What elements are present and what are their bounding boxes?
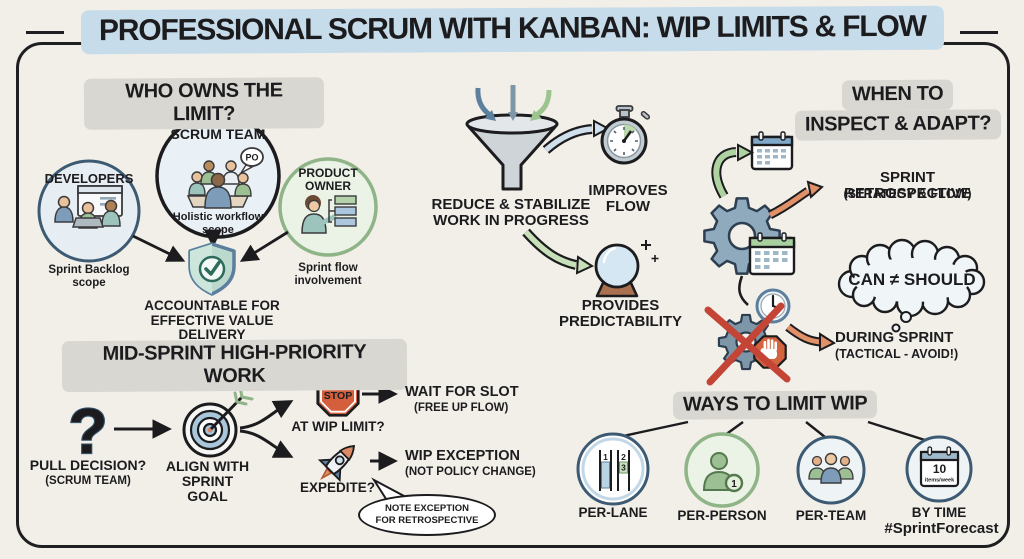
funnel-caption: REDUCE & STABILIZE WORK IN PROGRESS <box>431 196 591 230</box>
pull-decision-label: PULL DECISION? <box>29 457 147 473</box>
gear-hole <box>727 221 757 251</box>
note-exception-bubble: NOTE EXCEPTION FOR RETROSPECTIVE <box>358 494 496 536</box>
target-icon <box>182 385 254 458</box>
branch-to-expedite <box>239 429 294 458</box>
stopwatch-icon <box>600 105 651 165</box>
per-lane-icon: 1 2 3 <box>576 432 650 506</box>
product-owner-label: PRODUCT OWNER <box>298 166 358 193</box>
by-time-icon: 10 items/week <box>905 435 973 503</box>
curve-gear-to-crossed-gear <box>738 275 749 306</box>
scrum-team-caption: Holistic workflow scope <box>172 211 264 236</box>
thought-cloud-label: CAN ≠ SHOULD <box>848 270 976 289</box>
at-wip-limit-label: AT WIP LIMIT? <box>291 419 385 434</box>
question-mark-icon: ? <box>68 395 107 467</box>
arrow-po-to-shield <box>239 230 289 262</box>
po-badge: PO <box>245 153 258 163</box>
by-time-unit: items/week <box>925 478 955 484</box>
developers-label: DEVELOPERS <box>44 171 134 186</box>
calendar-icon-gear <box>748 232 796 276</box>
product-owner-caption: Sprint flow involvement <box>294 262 362 288</box>
product-owner-icon <box>301 195 357 234</box>
per-person-badge: 1 <box>731 479 737 490</box>
sprint-retrospective-label: SPRINT RETROSPECTIVE <box>844 169 971 203</box>
by-time-value: 10 <box>933 462 947 476</box>
shield-check-icon <box>188 242 236 296</box>
wait-for-slot-sub: (FREE UP FLOW) <box>414 402 509 414</box>
lane-card-1: 1 <box>603 452 608 462</box>
funnel-inflow-arrows <box>475 85 552 121</box>
scrum-team-icon: PO <box>186 147 264 209</box>
page-title: PROFESSIONAL SCRUM WITH KANBAN: WIP LIMI… <box>80 5 944 55</box>
heading-ways-to-limit: WAYS TO LIMIT WIP <box>668 390 883 420</box>
shield-caption: ACCOUNTABLE FOR EFFECTIVE VALUE DELIVERY <box>144 298 280 343</box>
arrow-funnel-to-stopwatch <box>542 119 611 154</box>
during-sprint-label: DURING SPRINT <box>835 329 954 346</box>
heading-inspect-adapt: WHEN TO INSPECT & ADAPT? <box>793 79 1003 141</box>
per-team-icon <box>796 435 866 505</box>
lane-card-3: 3 <box>621 463 626 473</box>
wait-for-slot-label: WAIT FOR SLOT <box>405 384 519 400</box>
heading-who-owns: WHO OWNS THE LIMIT? <box>83 77 325 130</box>
per-team-label: PER-TEAM <box>795 508 867 523</box>
sprint-retrospective-sub: (STRATEGY & FLOW) <box>843 187 972 201</box>
per-lane-label: PER-LANE <box>578 505 648 520</box>
page-title-wrap: PROFESSIONAL SCRUM WITH KANBAN: WIP LIMI… <box>0 5 1024 55</box>
arrow-orange-to-retrospective <box>767 180 824 220</box>
align-goal-label: ALIGN WITH SPRINT GOAL <box>165 458 250 505</box>
line-to-by-time <box>867 420 929 443</box>
arrow-green-to-calendar <box>711 143 755 199</box>
rocket-icon <box>317 445 355 483</box>
developers-icon <box>54 185 123 229</box>
red-x-icon <box>704 302 791 386</box>
per-person-label: PER-PERSON <box>677 508 767 523</box>
pull-decision-sub: (SCRUM TEAM) <box>45 475 131 487</box>
heading-mid-sprint: MID-SPRINT HIGH-PRIORITY WORK <box>61 338 408 393</box>
branch-to-stop <box>239 400 294 430</box>
thought-cloud <box>837 238 986 333</box>
lane-card-2: 2 <box>621 452 626 462</box>
title-left-dash <box>26 31 64 34</box>
developers-caption: Sprint Backlog scope <box>48 264 130 290</box>
arrow-developers-to-shield <box>132 234 186 262</box>
scrum-team-label: SCRUM TEAM <box>170 126 266 142</box>
arrow-orange-during-sprint <box>785 323 837 352</box>
wip-exception-sub: (NOT POLICY CHANGE) <box>405 466 536 478</box>
predictability-label: PROVIDES PREDICTABILITY <box>558 297 683 331</box>
per-person-icon: 1 <box>684 432 760 508</box>
during-sprint-sub: (TACTICAL - AVOID!) <box>835 347 959 361</box>
funnel-icon <box>465 113 559 191</box>
by-time-label: BY TIME <box>911 505 967 520</box>
expedite-label: EXPEDITE? <box>299 480 375 495</box>
crystal-ball-icon <box>594 240 659 298</box>
improves-flow-label: IMPROVES FLOW <box>588 182 668 216</box>
wip-exception-label: WIP EXCEPTION <box>405 448 520 464</box>
title-right-dash <box>960 31 998 34</box>
arrow-funnel-to-crystal <box>522 228 595 275</box>
hashtag-label: #SprintForecast <box>884 520 999 537</box>
calendar-icon-top <box>750 131 794 171</box>
stop-sign-label: STOP <box>324 390 352 402</box>
